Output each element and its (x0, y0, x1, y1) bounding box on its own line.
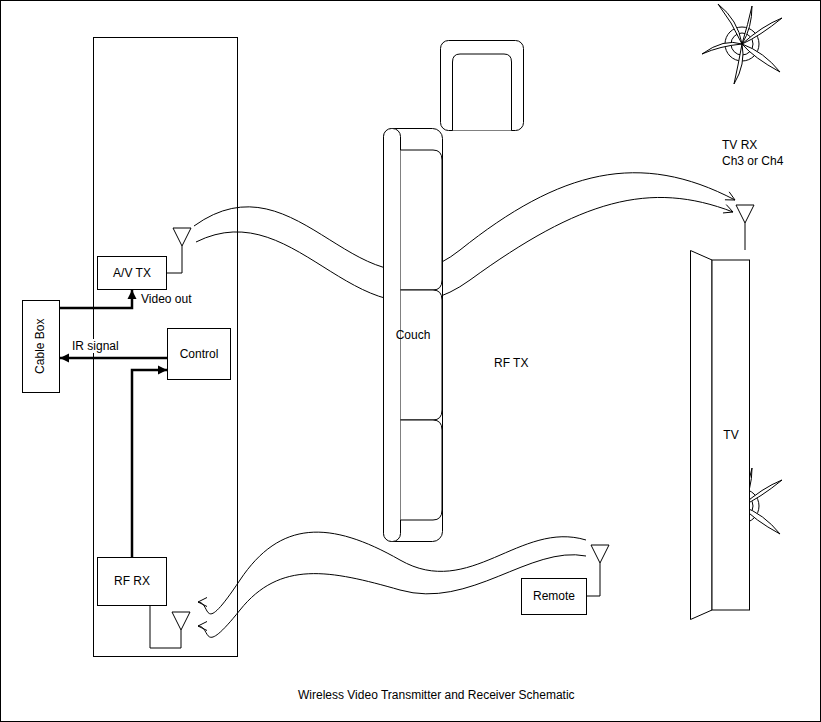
signal-label: IR signal (70, 339, 121, 353)
antenna-stem (167, 246, 182, 273)
tv-screen (712, 260, 750, 610)
radio-wave (198, 555, 586, 638)
arrowhead (723, 205, 733, 213)
antenna-stem (587, 563, 600, 596)
node-text: Control (180, 347, 219, 361)
node-text: Remote (533, 589, 575, 603)
armchair-seat (453, 54, 512, 131)
signal-line (60, 357, 167, 360)
couch-lines (384, 129, 443, 542)
tv-side (691, 251, 713, 620)
antenna-symbol (591, 545, 609, 563)
node-text: RF RX (114, 574, 150, 588)
connector (60, 290, 137, 308)
arrowhead (158, 366, 167, 375)
arrowhead (60, 354, 69, 363)
antenna-symbol (172, 612, 190, 630)
tv-outline (690, 250, 750, 620)
plant-top (702, 4, 782, 84)
connector (60, 354, 167, 363)
radio-wave (196, 197, 733, 301)
arrowhead (198, 622, 207, 631)
cable-box: Cable Box (22, 300, 60, 393)
remote-box: Remote (521, 578, 587, 615)
rf-receiver-box: RF RX (97, 557, 167, 606)
arrowhead (198, 598, 207, 607)
node-text: A/V TX (113, 266, 151, 280)
connector (132, 366, 167, 558)
tv-shape: TV (690, 250, 750, 620)
plant-leaves (702, 4, 782, 84)
couch-shape: Couch (383, 128, 443, 542)
text-label: RF TX (494, 356, 528, 370)
av-transmitter-box: A/V TX (97, 256, 167, 290)
text-label: Ch3 or Ch4 (722, 154, 783, 168)
arrowhead (725, 192, 735, 200)
armchair-body (441, 41, 524, 131)
armchair (441, 41, 524, 131)
couch-cushion (401, 150, 443, 290)
radio-wave (194, 173, 735, 271)
antenna-stem (150, 606, 181, 648)
node-text: Cable Box (34, 319, 48, 374)
couch-frame (384, 129, 443, 542)
node-text: Couch (396, 328, 431, 342)
antenna-symbol (173, 228, 191, 246)
connector (167, 173, 745, 302)
couch-cushion (401, 420, 443, 520)
control-box: Control (167, 328, 231, 380)
arrowhead (128, 290, 137, 299)
signal-line (60, 290, 132, 308)
caption: Wireless Video Transmitter and Receiver … (298, 688, 575, 702)
signal-label: Video out (139, 292, 194, 306)
tv-lines (691, 251, 750, 620)
text-label: TV RX (722, 138, 757, 152)
antenna-stem (745, 223, 746, 250)
signal-line (132, 370, 167, 557)
couch-cushion (401, 290, 443, 420)
connector (150, 532, 600, 648)
antennas (172, 205, 754, 630)
node-text: TV (723, 428, 738, 442)
antenna-symbol (736, 205, 754, 223)
